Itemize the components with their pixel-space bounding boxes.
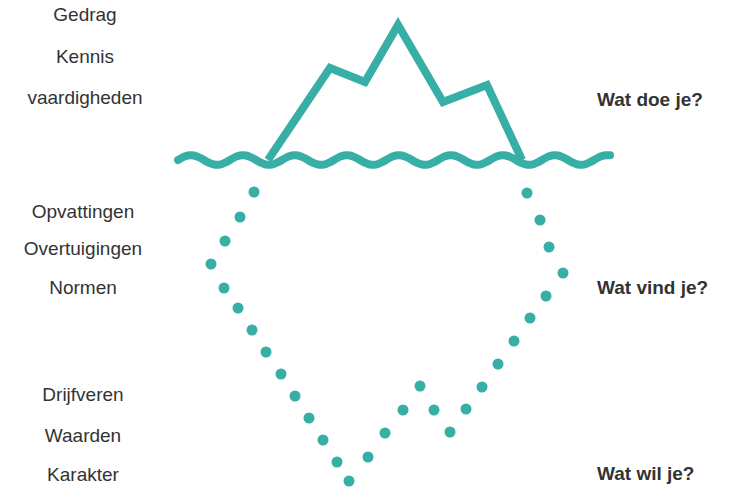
layer-label: Opvattingen xyxy=(32,201,134,223)
iceberg-peak xyxy=(268,25,522,160)
layer-label: Overtuigingen xyxy=(24,238,142,260)
water-line xyxy=(178,155,610,165)
layer-label: Karakter xyxy=(47,464,119,486)
question-label: Wat vind je? xyxy=(597,277,708,299)
question-label: Wat doe je? xyxy=(597,89,703,111)
iceberg-underwater-dots xyxy=(206,187,569,487)
layer-label: Kennis xyxy=(56,46,114,68)
layer-label: Waarden xyxy=(45,425,121,447)
layer-label: Gedrag xyxy=(53,4,116,26)
layer-label: vaardigheden xyxy=(27,87,142,109)
layer-label: Drijfveren xyxy=(42,384,123,406)
layer-label: Normen xyxy=(49,277,117,299)
question-label: Wat wil je? xyxy=(597,463,694,485)
